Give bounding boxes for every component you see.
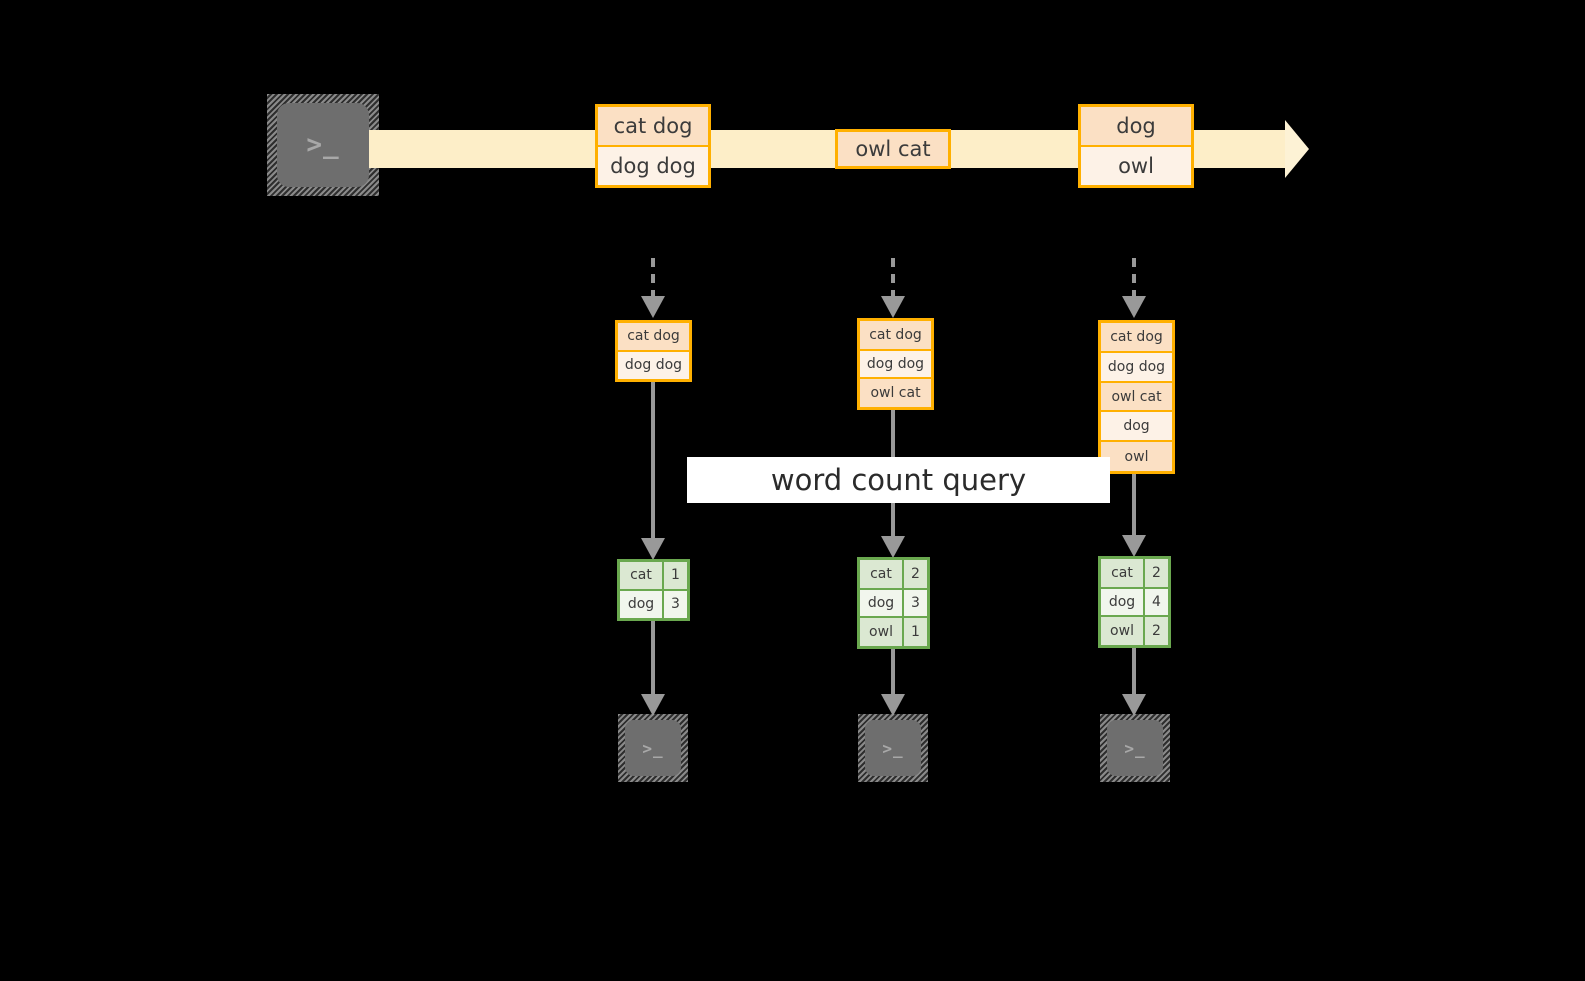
stream-event-group-3[interactable]: dog owl — [1078, 104, 1194, 188]
result-word: dog — [860, 589, 904, 617]
input-row: owl cat — [1101, 382, 1172, 413]
snapshot-3-sink-arrowhead — [1122, 694, 1146, 716]
snapshot-2-result-table[interactable]: cat 2 dog 3 owl 1 — [857, 557, 930, 649]
snapshot-2-query-arrowhead — [881, 536, 905, 558]
result-count: 1 — [664, 562, 687, 589]
result-count: 2 — [1145, 617, 1168, 646]
query-label: word count query — [687, 457, 1110, 503]
stream-event-cell: owl — [1081, 147, 1191, 185]
input-row: owl cat — [860, 379, 931, 408]
snapshot-2-sink-arrowhead — [881, 694, 905, 716]
result-row: dog 3 — [620, 590, 687, 618]
stream-event-cell: cat dog — [598, 107, 708, 147]
snapshot-2-sink-line — [891, 649, 895, 697]
snapshot-1-result-table[interactable]: cat 1 dog 3 — [617, 559, 690, 621]
result-row: owl 2 — [1101, 617, 1168, 646]
terminal-prompt-glyph: >_ — [882, 738, 904, 758]
input-row: owl — [1101, 442, 1172, 472]
snapshot-3-sink-line — [1132, 648, 1136, 697]
snapshot-2-feed-arrowhead — [881, 296, 905, 318]
terminal-prompt-glyph: >_ — [1124, 738, 1146, 758]
result-count: 3 — [904, 589, 927, 617]
input-row: dog dog — [860, 350, 931, 380]
result-count: 1 — [904, 618, 927, 647]
input-row: dog dog — [618, 351, 689, 379]
snapshot-3-result-table[interactable]: cat 2 dog 4 owl 2 — [1098, 556, 1171, 648]
terminal-prompt-glyph: >_ — [642, 738, 664, 758]
result-count: 4 — [1145, 588, 1168, 616]
snapshot-1-query-arrowhead — [641, 538, 665, 560]
result-row: dog 4 — [1101, 588, 1168, 618]
snapshot-1-input-table[interactable]: cat dog dog dog — [615, 320, 692, 382]
snapshot-3-feed-line — [1132, 258, 1136, 298]
result-count: 3 — [664, 590, 687, 618]
result-count: 2 — [904, 560, 927, 588]
result-word: dog — [620, 590, 664, 618]
snapshot-2-sink-terminal-icon: >_ — [858, 714, 928, 782]
snapshot-3-sink-terminal-icon: >_ — [1100, 714, 1170, 782]
input-row: dog dog — [1101, 352, 1172, 383]
result-word: cat — [860, 560, 904, 588]
snapshot-1-sink-terminal-icon: >_ — [618, 714, 688, 782]
input-row: cat dog — [1101, 323, 1172, 353]
snapshot-1-sink-line — [651, 621, 655, 697]
terminal-prompt-glyph: >_ — [306, 130, 340, 160]
snapshot-1-sink-arrowhead — [641, 694, 665, 716]
result-word: owl — [860, 618, 904, 647]
snapshot-1-feed-arrowhead — [641, 296, 665, 318]
source-terminal-icon: >_ — [267, 94, 379, 196]
stream-event-cell: dog dog — [598, 147, 708, 185]
snapshot-3-query-line — [1132, 474, 1136, 538]
result-row: cat 2 — [860, 560, 927, 590]
result-row: cat 2 — [1101, 559, 1168, 589]
result-word: cat — [1101, 559, 1145, 587]
snapshot-2-feed-line — [891, 258, 895, 298]
result-word: owl — [1101, 617, 1145, 646]
snapshot-1-query-line — [651, 382, 655, 540]
result-row: owl 1 — [860, 618, 927, 647]
snapshot-3-input-table[interactable]: cat dog dog dog owl cat dog owl — [1098, 320, 1175, 474]
result-word: cat — [620, 562, 664, 589]
event-stream-arrowhead — [1285, 120, 1309, 178]
snapshot-1-feed-line — [651, 258, 655, 298]
result-count: 2 — [1145, 559, 1168, 587]
stream-event-cell: dog — [1081, 107, 1191, 147]
result-row: dog 3 — [860, 589, 927, 619]
snapshot-2-input-table[interactable]: cat dog dog dog owl cat — [857, 318, 934, 410]
input-row: dog — [1101, 412, 1172, 443]
snapshot-3-feed-arrowhead — [1122, 296, 1146, 318]
snapshot-3-query-arrowhead — [1122, 535, 1146, 557]
result-row: cat 1 — [620, 562, 687, 591]
result-word: dog — [1101, 588, 1145, 616]
stream-event-group-2[interactable]: owl cat — [835, 129, 951, 169]
input-row: cat dog — [618, 323, 689, 352]
stream-event-group-1[interactable]: cat dog dog dog — [595, 104, 711, 188]
input-row: cat dog — [860, 321, 931, 351]
